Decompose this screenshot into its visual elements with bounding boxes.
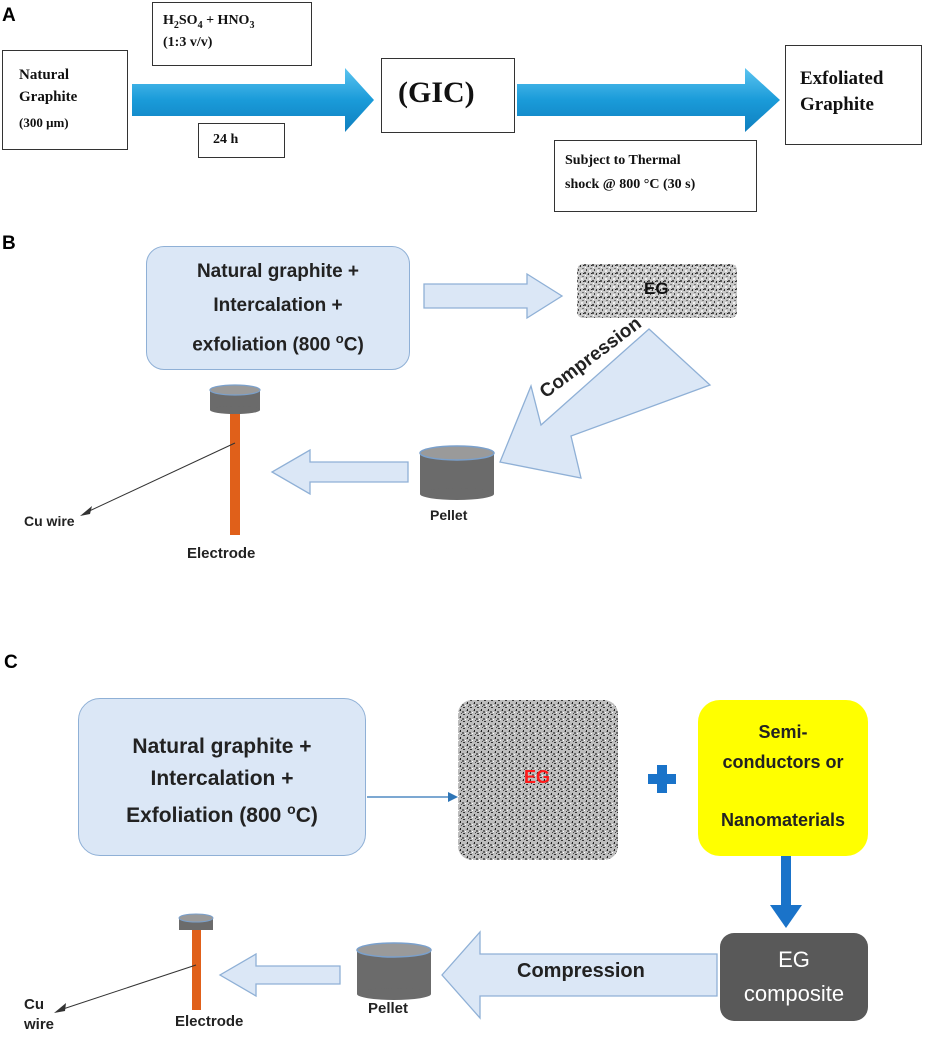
acid-mixture-box: H2SO4 + HNO3 (1:3 v/v) (152, 2, 312, 66)
natural-graphite-line2: Graphite (19, 89, 78, 105)
acid-formula: H2SO4 + HNO3 (163, 13, 255, 31)
pellet-label-b: Pellet (430, 507, 468, 523)
electrode-c (178, 913, 214, 1010)
arrow-natural-to-gic (132, 68, 374, 132)
thermal-line2: shock @ 800 °C (30 s) (565, 177, 696, 192)
plus-icon (648, 765, 676, 793)
cu-wire-label-b: Cu wire (24, 513, 75, 529)
arrow-gic-to-exfoliated (517, 68, 780, 132)
eg-texture-b (577, 264, 737, 318)
process-c-line1: Natural graphite + (132, 735, 312, 758)
semi-line2: conductors or (722, 752, 844, 772)
pellet-c (356, 942, 432, 1000)
electrode-label-c: Electrode (175, 1013, 244, 1030)
composite-line1: EG (778, 947, 810, 972)
arrow-semi-to-composite (770, 855, 802, 928)
semi-line1: Semi- (758, 722, 808, 742)
time-label: 24 h (213, 132, 239, 147)
arrow-process-to-eg-b (423, 272, 564, 320)
cu-label-c-line1: Cu (24, 996, 44, 1013)
panel-b-letter: B (2, 233, 16, 254)
process-box-b: Natural graphite + Intercalation + exfol… (146, 246, 410, 370)
exfoliated-graphite-box: Exfoliated Graphite (785, 45, 922, 145)
eg-texture-c (458, 700, 618, 860)
process-box-c: Natural graphite + Intercalation + Exfol… (78, 698, 366, 856)
thermal-shock-box: Subject to Thermal shock @ 800 °C (30 s) (554, 140, 757, 212)
eg-composite-box: EG composite (720, 933, 868, 1021)
gic-label: (GIC) (398, 76, 475, 109)
arrow-pellet-to-electrode-b (270, 448, 409, 496)
exfoliated-line1: Exfoliated (800, 68, 884, 89)
pellet-b (419, 445, 495, 500)
cu-wire-line-c (59, 964, 197, 1011)
natural-graphite-line3: (300 μm) (19, 115, 69, 130)
exfoliated-line2: Graphite (800, 94, 874, 115)
thermal-line1: Subject to Thermal (565, 153, 681, 168)
natural-graphite-box: Natural Graphite (300 μm) (2, 50, 128, 150)
eg-label-b: EG (644, 279, 669, 298)
composite-line2: composite (743, 981, 845, 1006)
compression-arrow-c (441, 930, 718, 1020)
eg-label-c: EG (524, 767, 551, 787)
semiconductors-box: Semi- conductors or Nanomaterials (698, 700, 868, 856)
cu-wire-line-b (84, 442, 236, 514)
panel-c-letter: C (4, 652, 18, 673)
acid-ratio: (1:3 v/v) (163, 35, 213, 50)
panel-a-letter: A (2, 5, 16, 26)
process-c-line3: Exfoliation (800 oC) (126, 801, 318, 827)
gic-box: (GIC) (381, 58, 515, 133)
process-b-line1: Natural graphite + (196, 261, 360, 282)
arrow-pellet-to-electrode-c (218, 952, 341, 998)
process-b-line3: exfoliation (800 oC) (192, 331, 364, 356)
compression-arrow-b (499, 328, 712, 479)
cu-label-c-line2: wire (24, 1016, 55, 1033)
pellet-label-c: Pellet (368, 1000, 409, 1017)
process-c-line2: Intercalation + (150, 767, 294, 790)
semi-line3: Nanomaterials (720, 810, 846, 830)
electrode-label-b: Electrode (187, 545, 256, 562)
compression-label-c: Compression (517, 960, 645, 982)
natural-graphite-line1: Natural (19, 67, 69, 83)
process-b-line2: Intercalation + (213, 295, 343, 316)
electrode-b (209, 384, 261, 535)
time-box: 24 h (198, 123, 285, 158)
